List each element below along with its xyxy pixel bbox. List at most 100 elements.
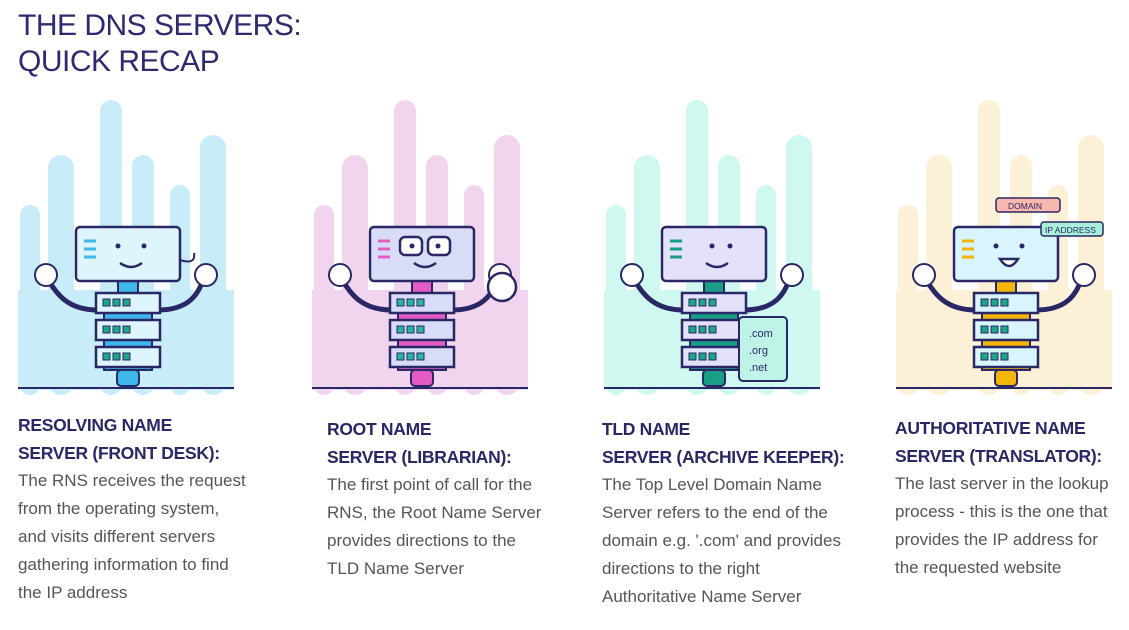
title-line-2: QUICK RECAP (18, 45, 220, 78)
body-line: provides directions to the (327, 531, 516, 550)
body-line: directions to the right (602, 559, 760, 578)
eye (993, 243, 999, 249)
hand-icon (780, 263, 804, 287)
speech-bubble (995, 197, 1061, 213)
monitor-head (952, 225, 1060, 283)
body-line: The Top Level Domain Name (602, 475, 822, 494)
server-led (708, 352, 717, 361)
server-led (416, 325, 425, 334)
server-led (122, 325, 131, 334)
server-led (102, 325, 111, 334)
body-line: RNS, the Root Name Server (327, 503, 542, 522)
server-led (980, 298, 989, 307)
folder-label: .com (749, 328, 773, 340)
authoritative-server-text: AUTHORITATIVE NAME SERVER (TRANSLATOR): … (895, 414, 1129, 582)
server-led (112, 325, 121, 334)
tld-server-text: TLD NAME SERVER (ARCHIVE KEEPER): The To… (602, 415, 862, 611)
body-line: domain e.g. '.com' and provides (602, 531, 841, 550)
speech-bubble-label: DOMAIN (1008, 201, 1042, 211)
server-led (1000, 298, 1009, 307)
mouth (413, 261, 437, 269)
server-led (122, 298, 131, 307)
mouth (705, 261, 729, 269)
hand-icon (1072, 263, 1096, 287)
eye (727, 243, 733, 249)
tld-server-illustration: .com.org.net (604, 95, 824, 395)
authoritative-server-illustration: DOMAIN IP ADDRESS (896, 95, 1116, 395)
hand-icon (34, 263, 58, 287)
heading-line-2: SERVER (LIBRARIAN): (327, 447, 512, 467)
server-led (698, 298, 707, 307)
hand-icon (912, 263, 936, 287)
server-led (102, 298, 111, 307)
server-led (688, 352, 697, 361)
server-led (980, 325, 989, 334)
body-line: The RNS receives the request (18, 471, 246, 490)
heading-line-1: AUTHORITATIVE NAME (895, 418, 1086, 438)
body-line: and visits different servers (18, 527, 216, 546)
heading-line-2: SERVER (TRANSLATOR): (895, 446, 1102, 466)
body-line: the IP address (18, 583, 128, 602)
magnifier-icon (486, 271, 518, 303)
heading-line-2: SERVER (FRONT DESK): (18, 443, 220, 463)
eye (709, 243, 715, 249)
folder-label: .org (749, 345, 768, 357)
server-led (416, 298, 425, 307)
eye (141, 243, 147, 249)
server-led (406, 298, 415, 307)
server-led (708, 325, 717, 334)
glasses-robot-icon (312, 100, 528, 395)
monitor-head (368, 225, 476, 283)
server-led (990, 352, 999, 361)
body-line: provides the IP address for (895, 530, 1098, 549)
server-led (688, 325, 697, 334)
body-line: The last server in the lookup (895, 474, 1109, 493)
hand-icon (620, 263, 644, 287)
hand-icon (194, 263, 218, 287)
server-led (698, 352, 707, 361)
monitor-head (660, 225, 768, 283)
page-title: THE DNS SERVERS: QUICK RECAP (18, 8, 302, 80)
heading-line-1: TLD NAME (602, 419, 691, 439)
speech-bubble-label: IP ADDRESS (1045, 225, 1096, 235)
root-server-illustration (312, 95, 532, 395)
server-led (102, 352, 111, 361)
heading-line-2: SERVER (ARCHIVE KEEPER): (602, 447, 845, 467)
heading-line-1: ROOT NAME (327, 419, 432, 439)
body-line: The first point of call for the (327, 475, 533, 494)
body-line: gathering information to find (18, 555, 229, 574)
server-led (708, 298, 717, 307)
eye (409, 243, 415, 249)
server-led (396, 298, 405, 307)
server-led (980, 352, 989, 361)
server-led (990, 298, 999, 307)
server-led (1000, 352, 1009, 361)
folder-icon (738, 316, 788, 382)
headset-icon (179, 252, 196, 263)
server-led (698, 325, 707, 334)
foot (116, 369, 140, 387)
mouth (119, 261, 143, 269)
server-led (406, 352, 415, 361)
eye (115, 243, 121, 249)
body-line: Authoritative Name Server (602, 587, 802, 606)
body-line: TLD Name Server (327, 559, 464, 578)
heading-line-1: RESOLVING NAME (18, 415, 172, 435)
body-line: the requested website (895, 558, 1062, 577)
resolving-server-illustration (18, 95, 238, 395)
foot (410, 369, 434, 387)
server-led (416, 352, 425, 361)
root-server-text: ROOT NAME SERVER (LIBRARIAN): The first … (327, 415, 587, 583)
hand-icon (328, 263, 352, 287)
eye (1019, 243, 1025, 249)
foot (702, 369, 726, 387)
eye (435, 243, 441, 249)
title-line-1: THE DNS SERVERS: (18, 9, 302, 42)
monitor-head (74, 225, 182, 283)
server-led (1000, 325, 1009, 334)
server-led (688, 298, 697, 307)
server-led (406, 325, 415, 334)
foot (994, 369, 1018, 387)
server-led (396, 352, 405, 361)
translator-robot-icon: DOMAIN IP ADDRESS (896, 100, 1112, 395)
